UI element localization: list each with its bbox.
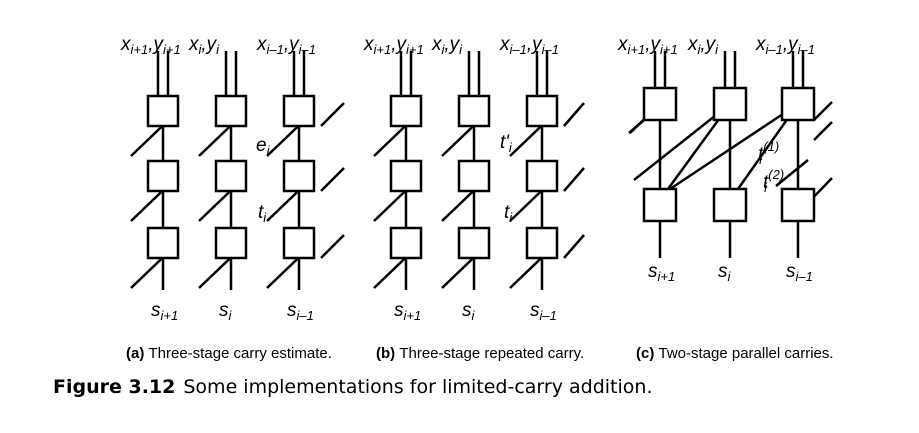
adder-cell xyxy=(525,94,559,128)
panel-b-output-label: si–1 xyxy=(530,300,557,323)
figure-caption-text: Some implementations for limited-carry a… xyxy=(183,376,653,398)
signal-t-label: ti xyxy=(504,202,513,225)
carry-wire xyxy=(813,121,833,141)
adder-cell xyxy=(282,94,316,128)
panel-captions: (a) Three-stage carry estimate. (b) Three… xyxy=(126,345,834,362)
panel-b-input-label: xi,yi xyxy=(431,34,463,57)
panel-c-input-label: xi+1,yi+1 xyxy=(617,34,678,57)
adder-cell xyxy=(712,86,748,122)
carry-wire xyxy=(563,234,585,259)
adder-cell xyxy=(457,159,491,193)
panel-c-input-label: xi–1,yi–1 xyxy=(755,34,815,57)
adder-cell xyxy=(457,94,491,128)
carry-wire xyxy=(320,102,345,127)
boxes-layer xyxy=(146,86,816,260)
panel-a-input-label: xi+1,yi+1 xyxy=(120,34,181,57)
signal-t-prime-label: t'i xyxy=(500,132,513,155)
panel-c-output-label: si–1 xyxy=(786,261,813,284)
adder-cell xyxy=(214,159,248,193)
panel-b-input-label: xi–1,yi–1 xyxy=(499,34,559,57)
signal-t2-label: t(2)i xyxy=(763,167,784,195)
panel-c-output-label: si xyxy=(718,261,732,284)
panel-b-input-label: xi+1,yi+1 xyxy=(363,34,424,57)
carry-wire xyxy=(669,102,799,191)
adder-cell xyxy=(525,159,559,193)
panel-c-input-label: xi,yi xyxy=(687,34,719,57)
panel-a-caption: (a) Three-stage carry estimate. xyxy=(126,345,332,362)
adder-cell xyxy=(146,94,180,128)
figure-caption: Figure 3.12 Some implementations for limi… xyxy=(53,376,652,398)
adder-cell xyxy=(525,226,559,260)
signal-e-label: ei xyxy=(256,135,271,158)
carry-wire xyxy=(775,159,809,187)
panel-a-output-label: si xyxy=(219,300,233,323)
adder-cell xyxy=(146,159,180,193)
adder-cell xyxy=(780,86,816,122)
adder-cell xyxy=(642,187,678,223)
panel-b-output-label: si+1 xyxy=(394,300,421,323)
adder-cell xyxy=(389,159,423,193)
panel-a-input-label: xi–1,yi–1 xyxy=(256,34,316,57)
adder-cell xyxy=(780,187,816,223)
panel-c-caption: (c) Two-stage parallel carries. xyxy=(636,345,834,362)
adder-cell xyxy=(282,226,316,260)
labels-layer: xi+1,yi+1 si+1 xi,yi si xi–1,yi–1 si–1 ei ti xi+… xyxy=(120,34,815,323)
adder-cell xyxy=(146,226,180,260)
carry-wire xyxy=(563,167,585,192)
adder-cell xyxy=(457,226,491,260)
signal-t1-label: t(1)i xyxy=(758,139,779,167)
carry-wire xyxy=(320,234,345,259)
adder-cell xyxy=(214,226,248,260)
carry-wire xyxy=(813,101,833,121)
adder-cell xyxy=(282,159,316,193)
panel-c-output-label: si+1 xyxy=(648,261,675,284)
panel-b-output-label: si xyxy=(462,300,476,323)
adder-cell xyxy=(712,187,748,223)
signal-t-label: ti xyxy=(258,202,267,225)
panel-a-input-label: xi,yi xyxy=(188,34,220,57)
panel-a-output-label: si+1 xyxy=(151,300,178,323)
panel-a-output-label: si–1 xyxy=(287,300,314,323)
carry-wire xyxy=(563,102,585,127)
figure-caption-label: Figure 3.12 xyxy=(53,376,176,398)
adder-cell xyxy=(389,94,423,128)
adder-cell xyxy=(642,86,678,122)
panel-b-caption: (b) Three-stage repeated carry. xyxy=(376,345,584,362)
carry-wire xyxy=(320,167,345,192)
adder-cell xyxy=(389,226,423,260)
adder-cell xyxy=(214,94,248,128)
